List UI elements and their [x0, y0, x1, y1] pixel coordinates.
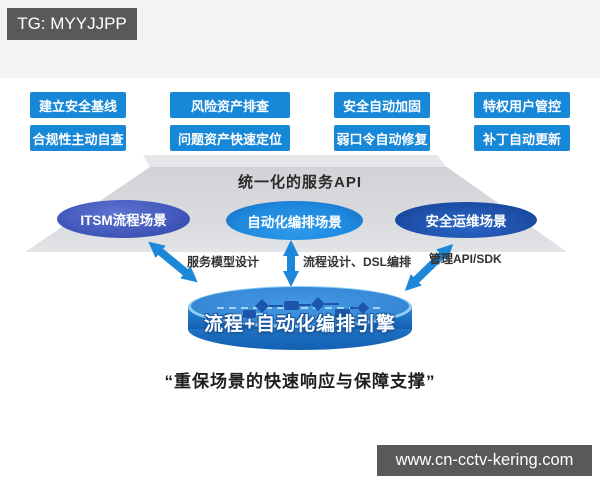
- connector-label-service-model: 服务模型设计: [187, 255, 260, 269]
- scene-ellipse-automation: 自动化编排场景: [226, 201, 363, 240]
- connector-label-api-sdk: 管理API/SDK: [429, 252, 502, 266]
- capability-chip-patch-update: 补丁自动更新: [474, 125, 570, 151]
- capability-chip-asset-locate: 问题资产快速定位: [170, 125, 290, 151]
- capability-chip-auto-harden: 安全自动加固: [334, 92, 430, 118]
- capability-chip-weak-password: 弱口令自动修复: [334, 125, 430, 151]
- engine-cylinder: 流程+自动化编排引擎: [187, 284, 413, 352]
- capability-grid: 建立安全基线 风险资产排查 安全自动加固 特权用户管控 合规性主动自查 问题资产…: [30, 92, 570, 151]
- capability-chip-baseline: 建立安全基线: [30, 92, 126, 118]
- double-arrow-middle-icon: [283, 240, 299, 287]
- watermark-badge-bottom: www.cn-cctv-kering.com: [377, 445, 592, 476]
- service-platform-top-face: [143, 155, 447, 168]
- unified-api-label: 统一化的服务API: [237, 174, 362, 191]
- connector-label-dsl: 流程设计、DSL编排: [303, 255, 412, 269]
- workflow-pattern-icon: [217, 297, 383, 318]
- capability-chip-compliance: 合规性主动自查: [30, 125, 126, 151]
- engine-cylinder-graphic: [188, 286, 412, 350]
- watermark-badge-top: TG: MYYJJPP: [7, 8, 137, 40]
- engine-label: 流程+自动化编排引擎: [203, 314, 397, 335]
- capability-chip-privileged-user: 特权用户管控: [474, 92, 570, 118]
- scene-ellipse-security-ops: 安全运维场景: [395, 202, 537, 238]
- double-arrow-right-icon: [404, 244, 454, 291]
- scene-ellipse-itsm: ITSM流程场景: [57, 200, 190, 238]
- caption-quote: “重保场景的快速响应与保障支撑”: [164, 372, 436, 391]
- capability-chip-risk-scan: 风险资产排查: [170, 92, 290, 118]
- double-arrow-left-icon: [148, 241, 198, 283]
